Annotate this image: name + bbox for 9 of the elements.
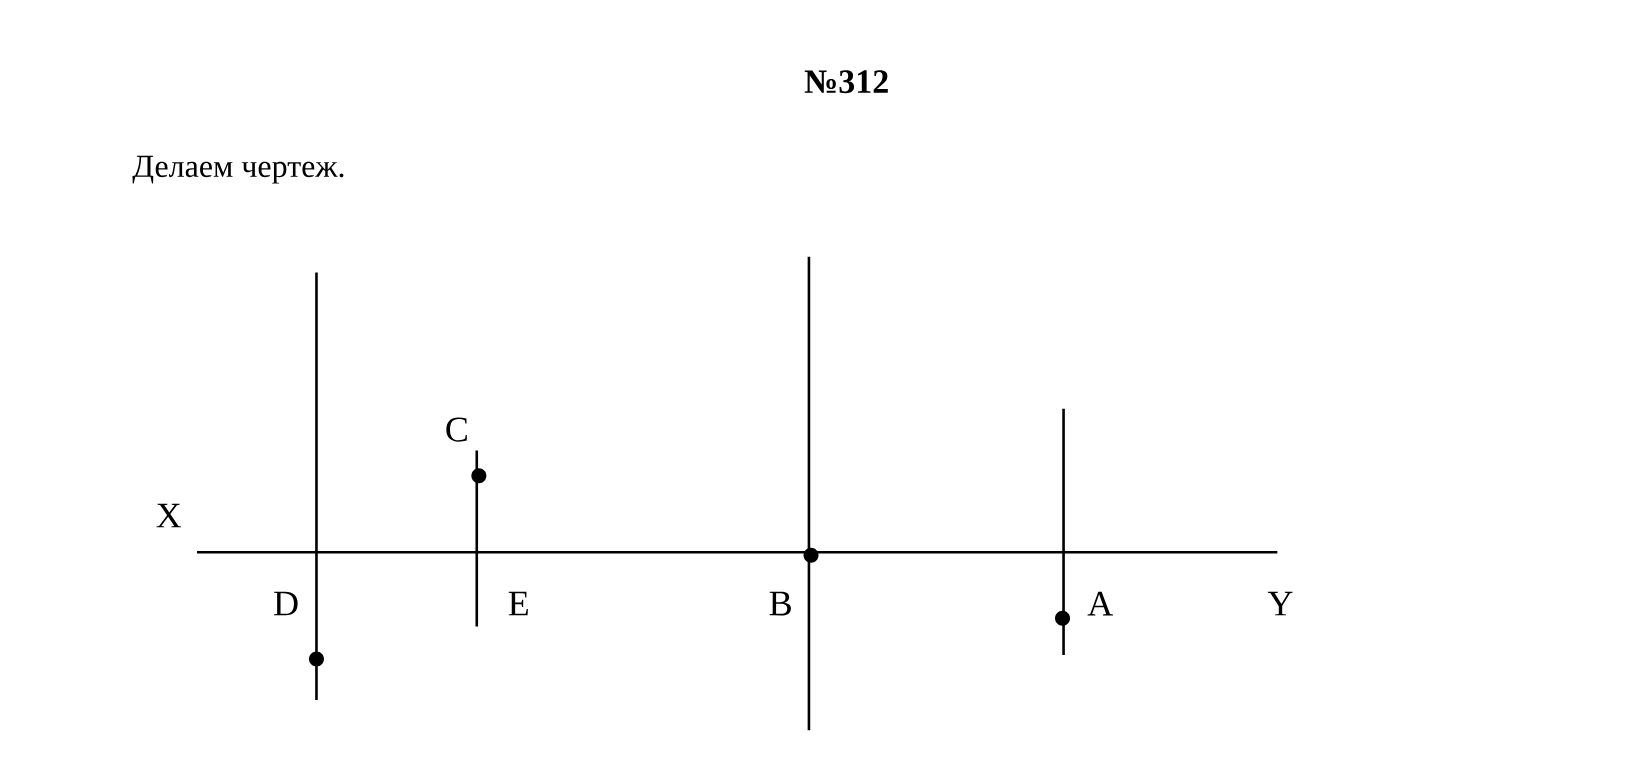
point-label: X <box>156 503 182 528</box>
heading-text: Делаем чертеж. <box>132 155 344 184</box>
point-label: B <box>769 591 791 616</box>
point-label: D <box>274 591 298 616</box>
point-label: A <box>1087 591 1113 616</box>
point-label: E <box>508 591 528 616</box>
point-label: C <box>446 417 467 442</box>
point-label: Y <box>1267 591 1293 616</box>
title: №312 <box>804 70 888 94</box>
